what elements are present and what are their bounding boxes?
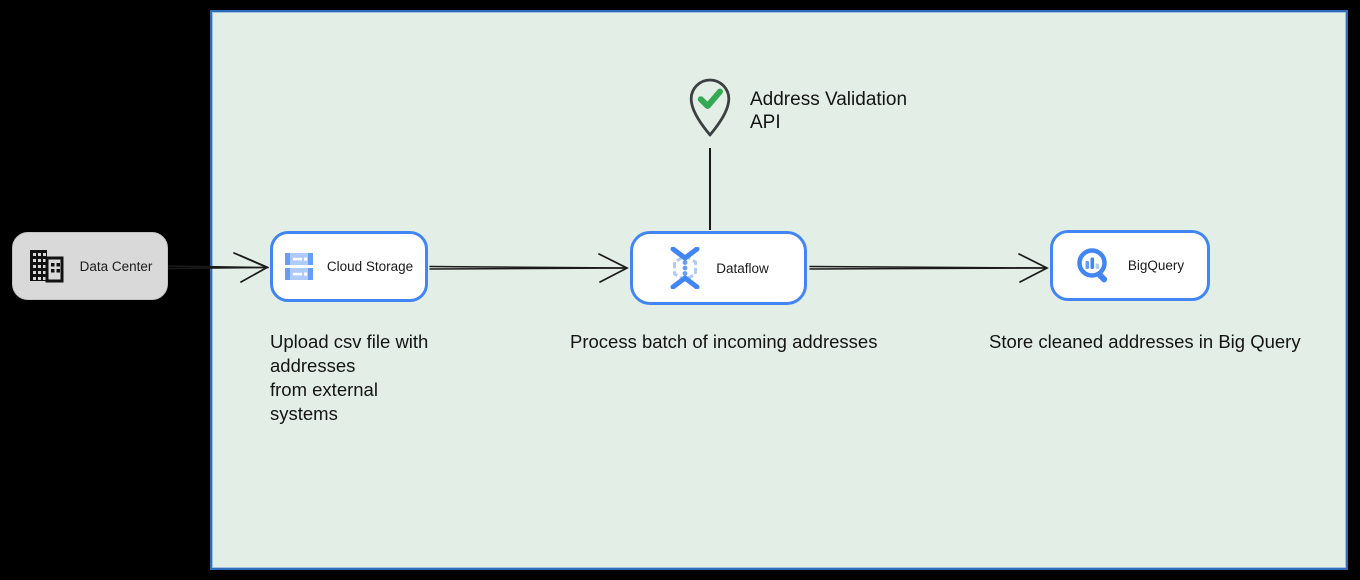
address-validation-pin[interactable]	[686, 76, 734, 138]
bigquery-icon	[1077, 247, 1108, 282]
node-data-center[interactable]: Data Center	[12, 232, 168, 300]
node-dataflow[interactable]: Dataflow	[630, 231, 807, 305]
caption-dataflow: Process batch of incoming addresses	[570, 331, 878, 352]
node-label: Cloud Storage	[326, 259, 414, 274]
node-bigquery[interactable]: BigQuery	[1050, 230, 1210, 301]
caption-cloud-storage: Upload csv file with addresses from exte…	[270, 331, 429, 424]
dataflow-icon	[670, 247, 700, 289]
caption-bigquery: Store cleaned addresses in Big Query	[989, 331, 1301, 352]
cloud-storage-icon	[284, 252, 313, 280]
building-icon	[29, 250, 64, 283]
node-label: BigQuery	[1127, 258, 1185, 273]
node-label: Dataflow	[716, 260, 769, 276]
node-cloud-storage[interactable]: Cloud Storage	[270, 231, 428, 302]
map-pin-check-icon	[689, 78, 731, 137]
node-label: Data Center	[79, 258, 153, 274]
address-validation-api-label: Address Validation API	[750, 89, 908, 133]
